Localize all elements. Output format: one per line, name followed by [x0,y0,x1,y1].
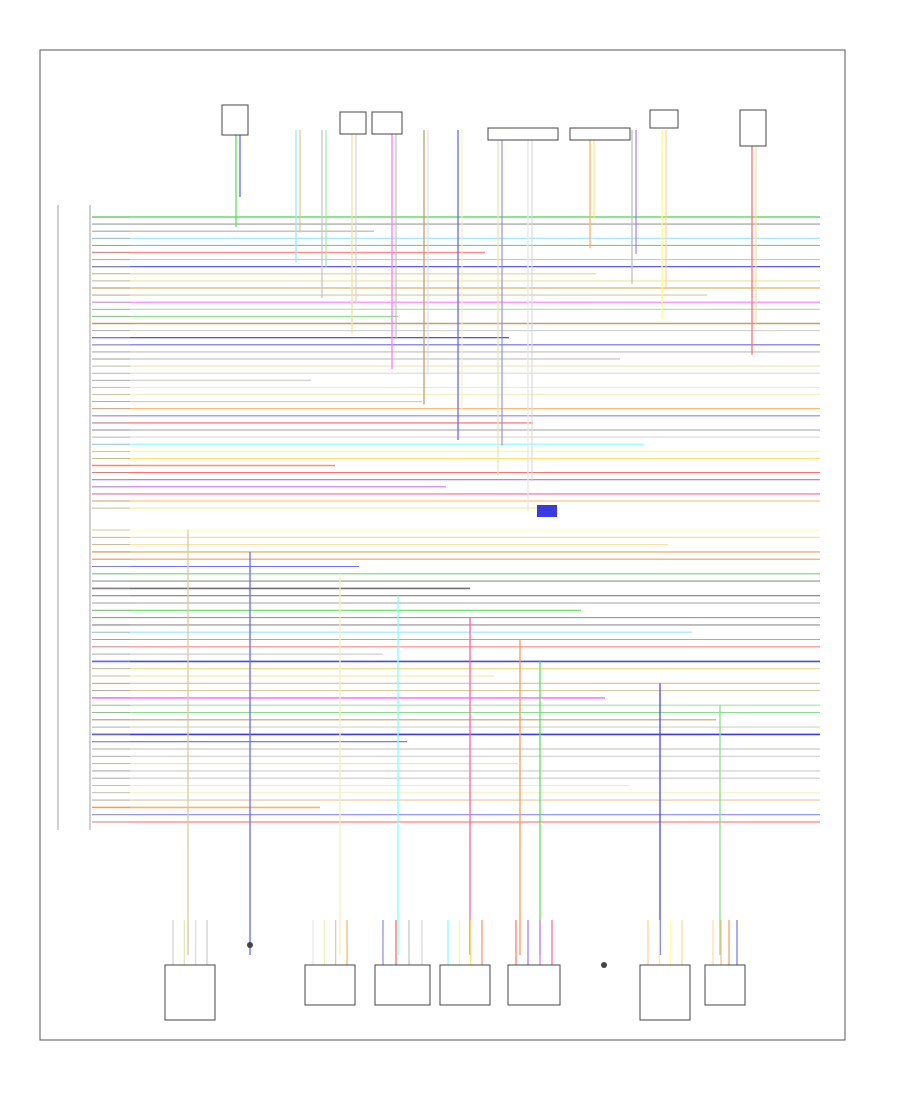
ground-icon [247,942,253,948]
bottom-component [507,964,561,1006]
ground-icon [601,962,607,968]
bottom-component [439,964,491,1006]
top-connector [569,127,631,141]
top-connector [339,111,367,135]
bottom-component [164,964,216,1021]
bottom-component [704,964,746,1006]
bottom-component [639,964,691,1021]
component-layer [164,104,767,1021]
bottom-component [304,964,356,1006]
bottom-component [374,964,431,1006]
top-connector [649,109,679,129]
top-connector [221,104,249,136]
diagram-frame [39,49,846,1041]
wire-layer [57,130,820,965]
top-connector [487,127,559,141]
top-connector [739,109,767,147]
top-connector [371,111,403,135]
splice-marker [537,505,557,517]
